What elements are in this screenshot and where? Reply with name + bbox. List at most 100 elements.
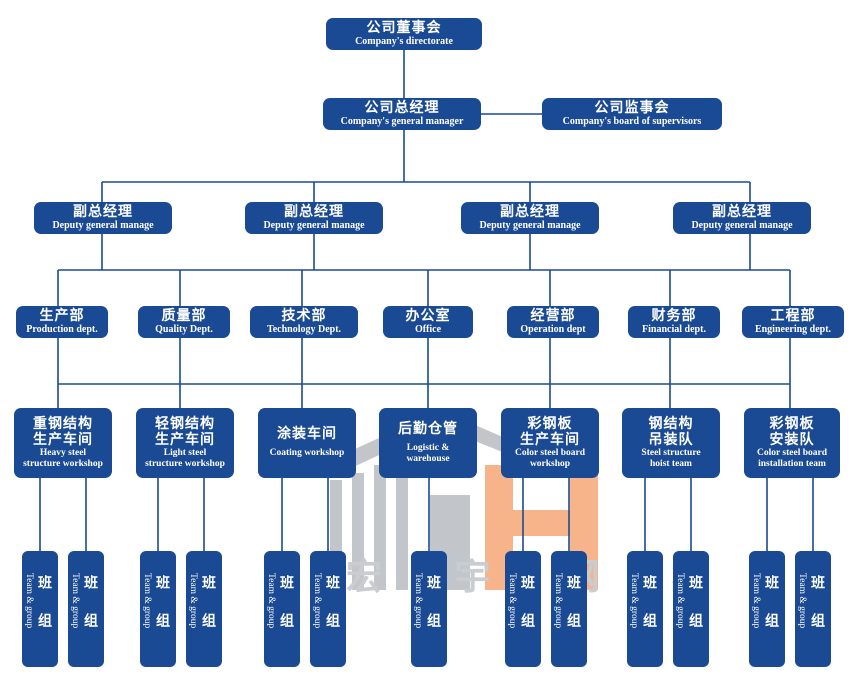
workshop-zh1: 后勤仓管 [398,420,458,437]
team-zh: 班组 [278,575,294,651]
team-zh: 班组 [809,575,825,651]
team-en: Team & group [24,573,34,629]
deputy-zh: 副总经理 [712,203,772,220]
workshop-en2: structure workshop [23,459,103,470]
team-en: Team & group [675,573,685,629]
dept-en: Engineering dept. [754,324,832,336]
dept-technology-box: 技术部 Technology Dept. [250,306,358,338]
dept-zh: 财务部 [651,307,697,324]
deputy-zh: 副总经理 [284,203,344,220]
workshop-zh2: 安装队 [769,431,815,448]
deputy-gm-box-2: 副总经理 Deputy general manage [245,202,383,234]
team-zh: 班组 [82,575,98,651]
workshop-zh1: 涂装车间 [277,426,337,443]
directorate-box: 公司董事会 Company's directorate [326,18,482,50]
deputy-zh: 副总经理 [500,203,560,220]
directorate-en: Company's directorate [355,36,453,48]
workshop-coating-box: 涂装车间 Coating workshop [258,408,356,478]
dept-en: Operation dept [520,324,586,336]
workshop-zh2: 吊装队 [648,431,694,448]
dept-engineering-box: 工程部 Engineering dept. [742,306,844,338]
workshop-color-steel-box: 彩钢板 生产车间 Color steel board workshop [501,408,599,478]
team-en: Team & group [142,573,152,629]
deputy-gm-box-1: 副总经理 Deputy general manage [34,202,172,234]
team-en: Team & group [266,573,276,629]
workshop-en2: workshop [529,459,571,470]
deputy-gm-box-4: 副总经理 Deputy general manage [673,202,811,234]
team-zh: 班组 [425,575,441,651]
dept-zh: 办公室 [405,307,451,324]
dept-en: Financial dept. [642,324,706,336]
workshop-en2: warehouse [406,454,450,465]
deputy-en: Deputy general manage [691,220,793,232]
workshop-en1: Color steel board [756,447,827,458]
workshop-en1: Light steel [163,447,207,458]
dept-production-box: 生产部 Production dept. [16,306,108,338]
workshop-zh1: 钢结构 [648,415,694,432]
dept-zh: 生产部 [39,307,85,324]
dept-en: Technology Dept. [266,324,342,336]
workshop-zh1: 彩钢板 [527,415,573,432]
workshop-en1: Logistic & [406,442,450,453]
team-zh: 班组 [641,575,657,651]
team-en: Team & group [507,573,517,629]
workshop-en1: Steel structure [641,447,701,458]
workshop-light-steel-box: 轻钢结构 生产车间 Light steel structure workshop [136,408,234,478]
workshop-hoist-team-box: 钢结构 吊装队 Steel structure hoist team [622,408,720,478]
dept-en: Quality Dept. [155,324,213,336]
team-en: Team & group [751,573,761,629]
dept-zh: 经营部 [530,307,576,324]
supervisors-zh: 公司监事会 [594,99,670,116]
workshop-en2: installation team [758,459,826,470]
deputy-zh: 副总经理 [73,203,133,220]
general-manager-box: 公司总经理 Company's general manager [323,98,481,130]
dept-zh: 质量部 [161,307,207,324]
workshop-en1: Color steel board [514,447,585,458]
team-zh: 班组 [763,575,779,651]
deputy-en: Deputy general manage [263,220,365,232]
team-zh: 班组 [324,575,340,651]
deputy-en: Deputy general manage [52,220,154,232]
directorate-zh: 公司董事会 [366,19,442,36]
team-zh: 班组 [687,575,703,651]
team-zh: 班组 [519,575,535,651]
workshop-installation-team-box: 彩钢板 安装队 Color steel board installation t… [744,408,840,478]
team-en: Team & group [188,573,198,629]
workshop-zh2: 生产车间 [155,431,215,448]
workshop-en1: Heavy steel [39,447,87,458]
workshop-logistic-box: 后勤仓管 Logistic & warehouse [379,408,477,478]
team-en: Team & group [797,573,807,629]
workshop-zh1: 彩钢板 [769,415,815,432]
dept-en: Office [414,324,442,336]
team-en: Team & group [553,573,563,629]
workshop-zh1: 轻钢结构 [155,415,215,432]
team-en: Team & group [413,573,423,629]
workshop-zh2: 生产车间 [520,431,580,448]
dept-quality-box: 质量部 Quality Dept. [138,306,230,338]
dept-operation-box: 经营部 Operation dept [507,306,599,338]
team-zh: 班组 [36,575,52,651]
team-zh: 班组 [154,575,170,651]
dept-zh: 技术部 [281,307,327,324]
team-en: Team & group [70,573,80,629]
team-en: Team & group [629,573,639,629]
workshop-zh2: 生产车间 [33,431,93,448]
deputy-gm-box-3: 副总经理 Deputy general manage [461,202,599,234]
workshop-en2: structure workshop [145,459,225,470]
dept-en: Production dept. [26,324,98,336]
dept-office-box: 办公室 Office [383,306,473,338]
team-en: Team & group [312,573,322,629]
